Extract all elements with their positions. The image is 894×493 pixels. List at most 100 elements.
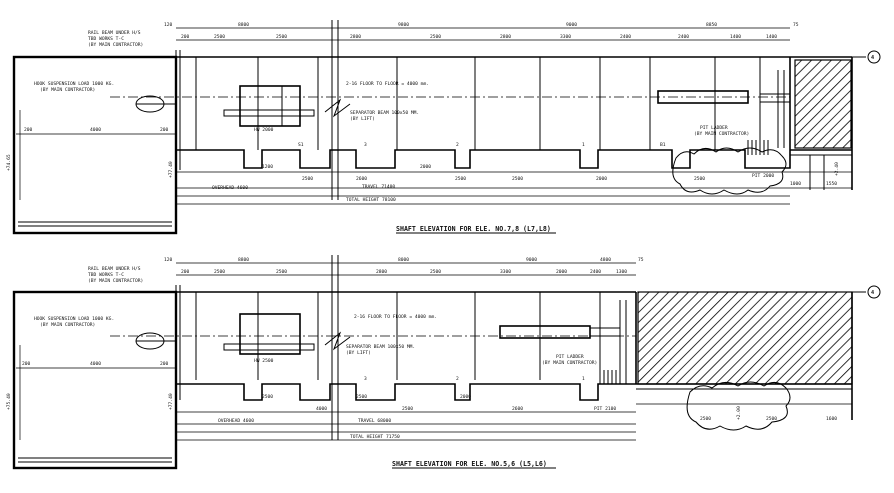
separator-note-2: (BY LIFT) [350, 116, 375, 122]
dim-sub: 2400 [590, 269, 601, 275]
view-title: SHAFT ELEVATION FOR ELE. NO.7,8 (L7,L8) [396, 225, 551, 233]
hook-note-1: HOOK SUSPENSION LOAD 1000 KG. [34, 81, 114, 87]
mark: 1 [582, 142, 585, 148]
dim-sub: 2500 [276, 34, 287, 40]
dim-sub: 2800 [350, 34, 361, 40]
mark: 3 [364, 376, 367, 382]
separator-note-2: (BY LIFT) [346, 350, 371, 356]
dim-sub: 200 [181, 34, 190, 40]
total-dim: TOTAL HEIGHT 78100 [346, 197, 396, 203]
dim-bottom: 1550 [826, 181, 837, 187]
level-label: +74.65 [6, 154, 12, 171]
dim-bottom: 2000 [420, 164, 431, 170]
pit-ladder-note-1: PIT LADDER [556, 354, 584, 360]
pit-ladder-note-1: PIT LADDER [700, 125, 728, 131]
rail-note-2: TBD WORKS T-C [88, 272, 124, 278]
rail-note-3: (BY MAIN CONTRACTOR) [88, 42, 143, 48]
travel-dim: TRAVEL 71400 [362, 184, 395, 190]
dim-top: 9000 [566, 22, 577, 28]
pit-ladder-note-2: (BY MAIN CONTRACTOR) [694, 131, 749, 137]
mark: S1 [298, 142, 304, 148]
dim-sub: 200 [181, 269, 190, 275]
dim-top: 9800 [398, 22, 409, 28]
mark: 1 [582, 376, 585, 382]
dim-bottom: 2500 [766, 416, 777, 422]
machine-block [239, 85, 301, 127]
dim-bottom: 2500 [356, 394, 367, 400]
dim-top: 4800 [600, 257, 611, 263]
grid-bubble [867, 50, 881, 64]
dim-sub: 2500 [276, 269, 287, 275]
dim-sub: 1400 [730, 34, 741, 40]
overhead-dim: OVERHEAD 4600 [212, 185, 248, 191]
dim-top: 75 [638, 257, 644, 263]
separator-note-1: SEPARATOR BEAM 100x50 MM. [350, 110, 419, 116]
pit-ladder [747, 140, 769, 155]
dim-top: 75 [793, 22, 799, 28]
elevation-view-1 [12, 20, 881, 235]
dim-bottom: 1200 [262, 164, 273, 170]
hook-note-2: (BY MAIN CONTRACTOR) [40, 87, 95, 93]
floor-note: 2-16 FLOOR TO FLOOR = 4000 mm. [346, 81, 429, 87]
pit-ladder [599, 370, 617, 384]
total-dim: TOTAL HEIGHT 71750 [350, 434, 400, 440]
grid-label: 4 [871, 55, 874, 61]
dim-bottom: 2500 [512, 176, 523, 182]
rail-note-2: TBD WORKS T-C [88, 36, 124, 42]
dim-bottom: 2500 [694, 176, 705, 182]
dim-sub: 1400 [766, 34, 777, 40]
dim-bottom: 2500 [262, 394, 273, 400]
dim-sub: 2400 [678, 34, 689, 40]
elevation-view-2 [12, 255, 881, 470]
pit-ladder-note-2: (BY MAIN CONTRACTOR) [542, 360, 597, 366]
hatched-pit [637, 291, 853, 385]
dim-left: 4000 [90, 127, 101, 133]
dim-sub: 2800 [376, 269, 387, 275]
dim-bottom: 1600 [826, 416, 837, 422]
dim-bottom: 4000 [316, 406, 327, 412]
mark: B1 [660, 142, 666, 148]
dim-left: 200 [160, 127, 169, 133]
level-label: +2.40 [834, 162, 840, 176]
revision-cloud [686, 381, 791, 431]
level-label: +75.40 [6, 393, 12, 410]
travel-dim: TRAVEL 68000 [358, 418, 391, 424]
hw-label: HW 2500 [254, 358, 274, 364]
hook-note-2: (BY MAIN CONTRACTOR) [40, 322, 95, 328]
floor-note: 2-16 FLOOR TO FLOOR = 4000 mm. [354, 314, 437, 320]
grid-bubble [867, 285, 881, 299]
rail-note-3: (BY MAIN CONTRACTOR) [88, 278, 143, 284]
dim-sub: 2500 [214, 269, 225, 275]
dim-sub: 1300 [616, 269, 627, 275]
dim-sub: 2800 [500, 34, 511, 40]
view-1-labels: 120 8800 9800 9000 8850 75 200 2500 2500… [6, 22, 874, 233]
dim-sub: 2500 [214, 34, 225, 40]
level-label: +77.40 [168, 393, 174, 410]
overhead-dim: OVERHEAD 4600 [218, 418, 254, 424]
dim-left: 200 [22, 361, 31, 367]
dim-sub: 2500 [430, 269, 441, 275]
dim-top: 8000 [398, 257, 409, 263]
dim-sub: 3300 [560, 34, 571, 40]
separator-note-1: SEPARATOR BEAM 100x50 MM. [346, 344, 415, 350]
dim-bottom: 2600 [356, 176, 367, 182]
floor-profile [176, 383, 636, 401]
dim-top: 9000 [526, 257, 537, 263]
dim-top: 8800 [238, 257, 249, 263]
dim-sub: 2000 [556, 269, 567, 275]
mark: 2 [456, 142, 459, 148]
car-beam [657, 90, 749, 104]
dim-top: 8850 [706, 22, 717, 28]
dim-top: 120 [164, 22, 173, 28]
dim-sub: 2500 [430, 34, 441, 40]
level-label: +2.00 [736, 406, 742, 420]
dim-top: 120 [164, 257, 173, 263]
hook-note-1: HOOK SUSPENSION LOAD 1000 KG. [34, 316, 114, 322]
hatched-pit [794, 59, 852, 149]
dim-left: 200 [24, 127, 33, 133]
floor-profile [176, 149, 791, 169]
mark: 3 [364, 142, 367, 148]
pit-dim: PIT 2100 [594, 406, 616, 412]
dim-bottom: 2500 [302, 176, 313, 182]
